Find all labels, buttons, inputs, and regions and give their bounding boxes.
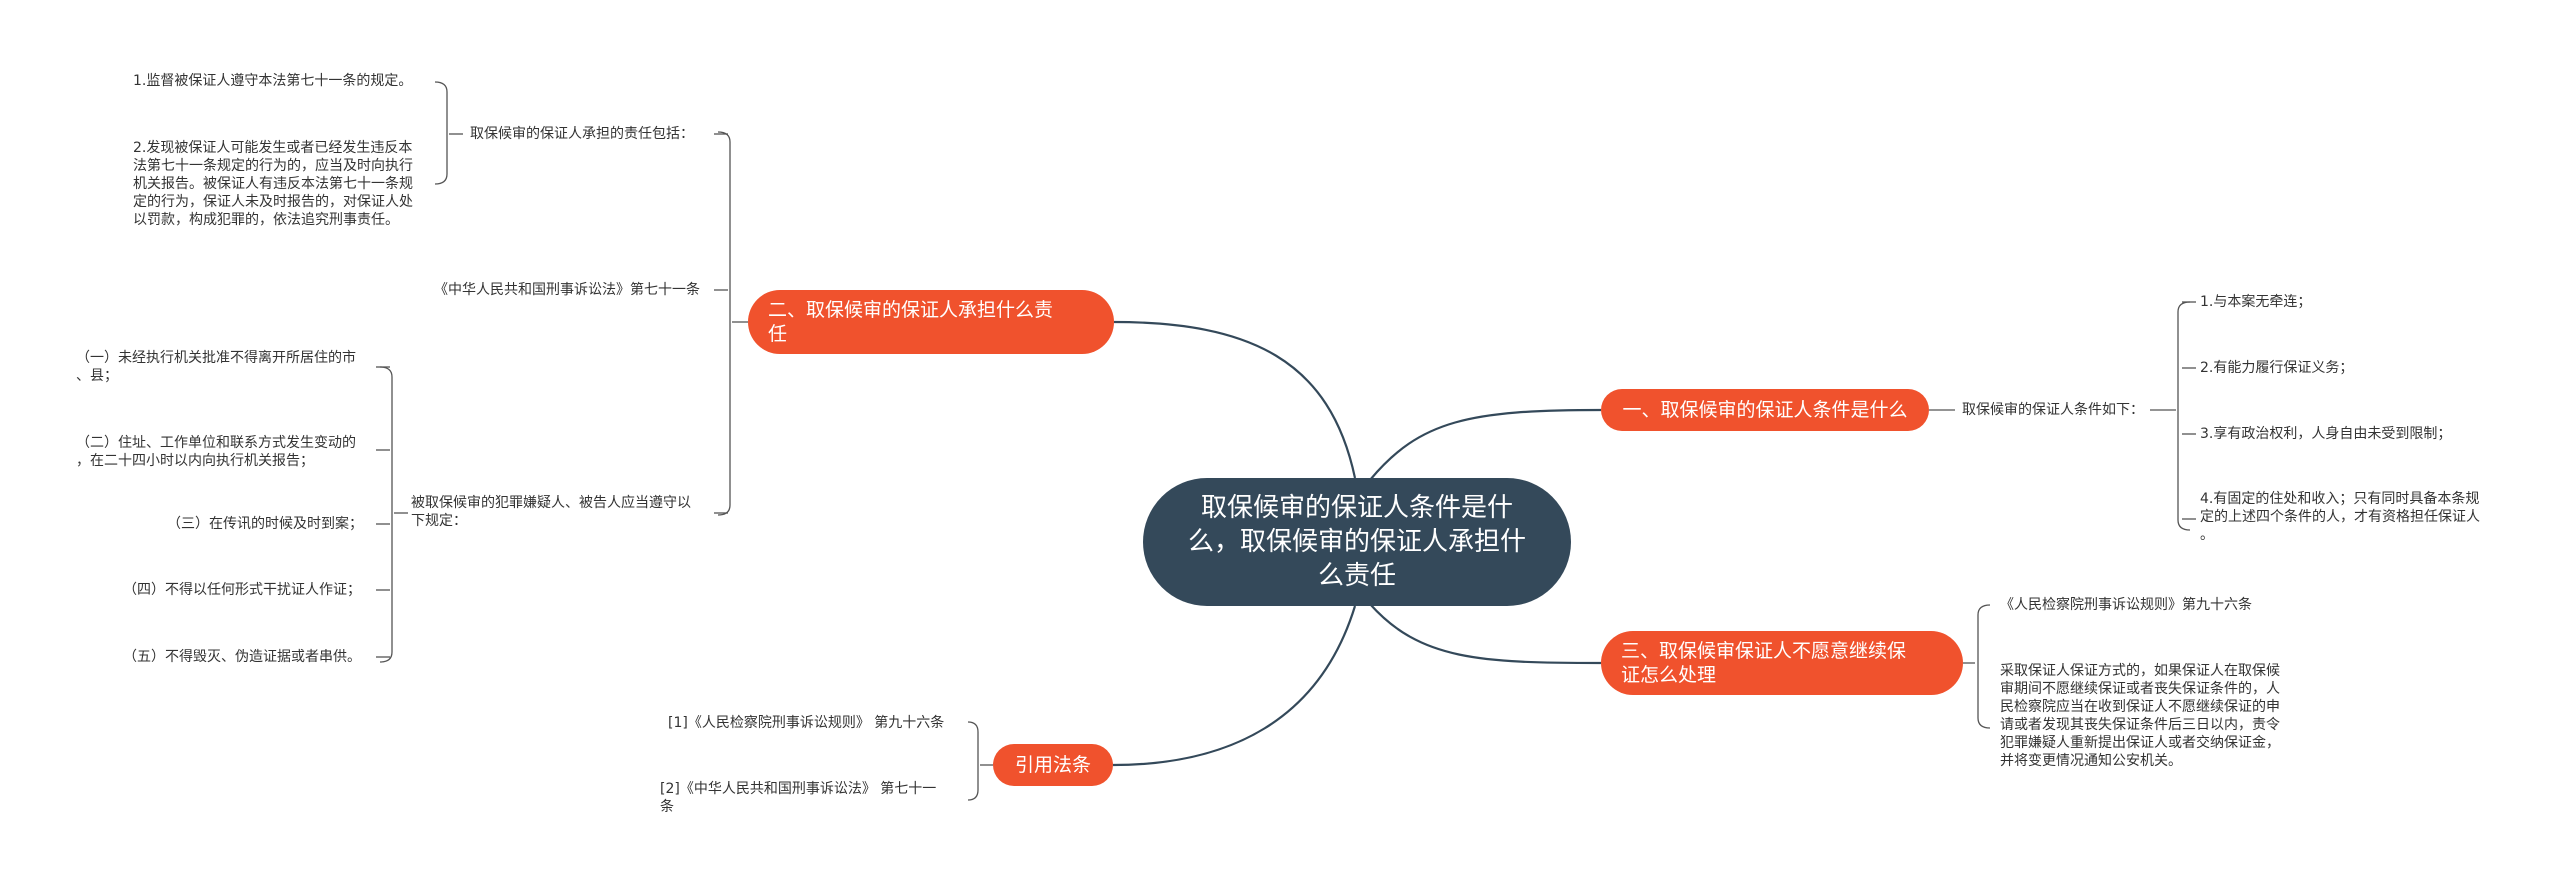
branch-3-leaf-1[interactable]: 《人民检察院刑事诉讼规则》第九十六条 <box>2000 597 2252 613</box>
branch-2-subtopic-duties[interactable]: 取保候审的保证人承担的责任包括： <box>470 126 694 142</box>
branch-3-label: 三、取保候审保证人不愿意继续保 证怎么处理 <box>1621 640 1907 686</box>
branch-2-rule-5[interactable]: （五）不得毁灭、伪造证据或者串供。 <box>123 649 361 665</box>
branch-1-label: 一、取保候审的保证人条件是什么 <box>1622 399 1908 421</box>
branch-3-topic[interactable]: 三、取保候审保证人不愿意继续保 证怎么处理 <box>1601 631 1963 695</box>
branch-1-leaf-1[interactable]: 1.与本案无牵连； <box>2200 294 2312 310</box>
branch-1-leaf-4[interactable]: 4.有固定的住处和收入；只有同时具备本条规 定的上述四个条件的人，才有资格担任保… <box>2200 491 2480 543</box>
bracket-group3 <box>379 366 393 663</box>
branch-1-leaf-2[interactable]: 2.有能力履行保证义务； <box>2200 360 2354 376</box>
bracket-branch4 <box>967 721 979 801</box>
branch-2-topic[interactable]: 二、取保候审的保证人承担什么责 任 <box>748 290 1114 354</box>
branch-2-duty-2[interactable]: 2.发现被保证人可能发生或者已经发生违反本 法第七十一条规定的行为的，应当及时向… <box>133 140 413 228</box>
bracket-group1 <box>434 81 448 185</box>
branch-1-topic[interactable]: 一、取保候审的保证人条件是什么 <box>1601 389 1929 431</box>
branch-2-duty-1[interactable]: 1.监督被保证人遵守本法第七十一条的规定。 <box>133 73 413 89</box>
branch-2-label: 二、取保候审的保证人承担什么责 任 <box>768 299 1054 345</box>
link-center-branch1 <box>1369 408 1602 481</box>
branch-2-rule-2[interactable]: （二）住址、工作单位和联系方式发生变动的 ，在二十四小时以内向执行机关报告； <box>76 435 356 469</box>
central-topic[interactable]: 取保候审的保证人条件是什么，取保候审的保证人承担什么责任 <box>1143 478 1571 606</box>
branch-4-leaf-1[interactable]: [1]《人民检察院刑事诉讼规则》 第九十六条 <box>668 715 945 731</box>
bracket-branch3 <box>1977 604 1991 729</box>
branch-1-subtopic[interactable]: 取保候审的保证人条件如下： <box>1962 402 2144 418</box>
branch-2-rule-3[interactable]: （三）在传讯的时候及时到案； <box>167 516 363 532</box>
link-center-branch3 <box>1369 603 1602 665</box>
central-topic-label: 取保候审的保证人条件是什么，取保候审的保证人承担什么责任 <box>1187 493 1526 591</box>
branch-1-leaf-3[interactable]: 3.享有政治权利，人身自由未受到限制； <box>2200 426 2452 442</box>
branch-2-subtopic-rules[interactable]: 被取保候审的犯罪嫌疑人、被告人应当遵守以 下规定： <box>411 495 691 529</box>
link-center-branch2 <box>1113 320 1357 479</box>
bracket-branch1 <box>2177 301 2191 531</box>
branch-2-subtopic-law[interactable]: 《中华人民共和国刑事诉讼法》第七十一条 <box>434 282 700 298</box>
branch-4-topic[interactable]: 引用法条 <box>993 744 1113 786</box>
branch-2-rule-4[interactable]: （四）不得以任何形式干扰证人作证； <box>123 582 361 598</box>
branch-4-leaf-2[interactable]: [2]《中华人民共和国刑事诉讼法》 第七十一 条 <box>660 781 937 815</box>
bracket-branch2 <box>717 131 731 516</box>
branch-2-rule-1[interactable]: （一）未经执行机关批准不得离开所居住的市 、县； <box>76 350 356 384</box>
branch-3-leaf-2[interactable]: 采取保证人保证方式的，如果保证人在取保候 审期间不愿继续保证或者丧失保证条件的，… <box>2000 663 2280 769</box>
branch-4-label: 引用法条 <box>1014 754 1091 776</box>
link-center-branch4 <box>1112 605 1357 767</box>
